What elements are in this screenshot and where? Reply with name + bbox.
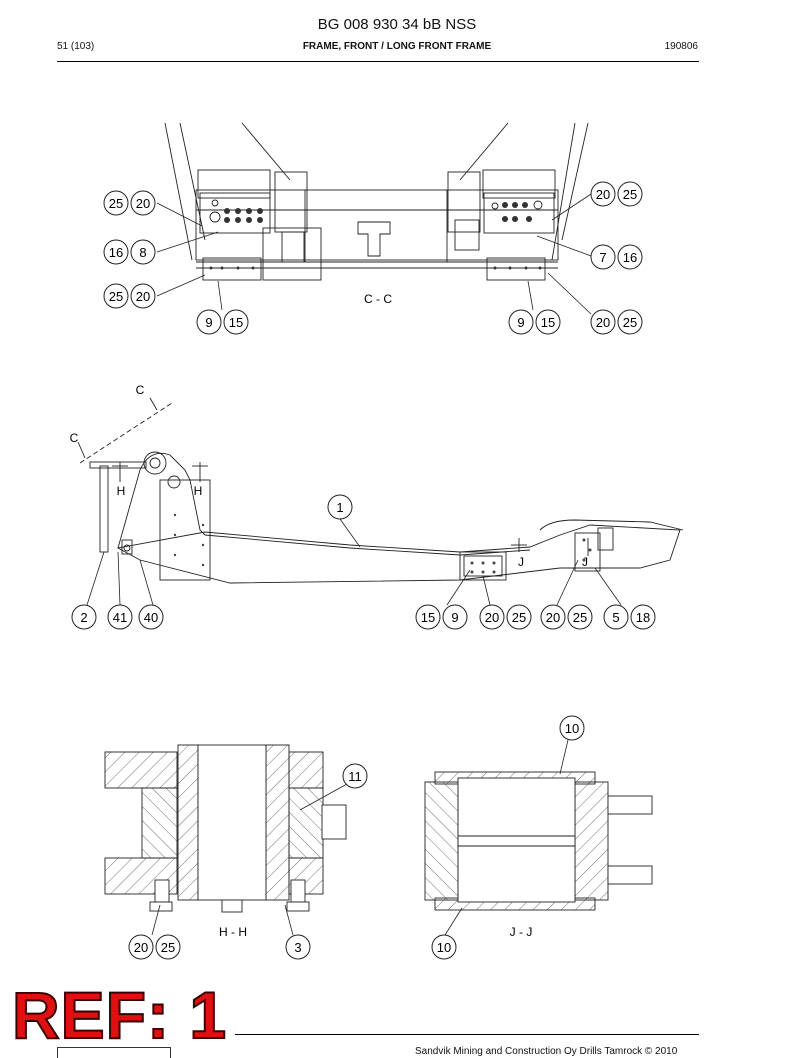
- svg-text:25: 25: [512, 610, 526, 625]
- balloon: 2: [71, 604, 97, 630]
- h-mark-right: H: [194, 484, 203, 498]
- balloon: 25: [617, 309, 643, 335]
- svg-text:20: 20: [136, 196, 150, 211]
- svg-text:16: 16: [623, 250, 637, 265]
- copyright-footer: Sandvik Mining and Construction Oy Drill…: [415, 1046, 678, 1057]
- balloon: 20: [590, 181, 616, 207]
- svg-text:20: 20: [596, 315, 610, 330]
- side-leaders: [86, 518, 622, 606]
- view-cc: [164, 122, 589, 281]
- balloon: 20: [590, 309, 616, 335]
- svg-text:20: 20: [485, 610, 499, 625]
- svg-text:25: 25: [161, 940, 175, 955]
- svg-text:15: 15: [229, 315, 243, 330]
- balloon: 25: [506, 604, 532, 630]
- c-mark-lower: C: [70, 431, 79, 445]
- view-cc-label: C - C: [364, 292, 392, 306]
- svg-text:1: 1: [336, 500, 343, 515]
- balloon: 20: [128, 934, 154, 960]
- balloon: 25: [155, 934, 181, 960]
- svg-text:9: 9: [451, 610, 458, 625]
- balloon: 16: [103, 239, 129, 265]
- svg-text:25: 25: [109, 196, 123, 211]
- svg-text:15: 15: [541, 315, 555, 330]
- balloon: 41: [107, 604, 133, 630]
- view-jj: [424, 771, 653, 911]
- balloon: 20: [540, 604, 566, 630]
- balloon: 18: [630, 604, 656, 630]
- balloon: 25: [617, 181, 643, 207]
- balloon: 11: [342, 763, 368, 789]
- svg-text:5: 5: [612, 610, 619, 625]
- svg-text:40: 40: [144, 610, 158, 625]
- balloon: 9: [442, 604, 468, 630]
- top-leaders: [156, 193, 592, 315]
- balloon: 5: [603, 604, 629, 630]
- balloon: 25: [567, 604, 593, 630]
- svg-text:20: 20: [134, 940, 148, 955]
- svg-text:7: 7: [599, 250, 606, 265]
- svg-text:25: 25: [573, 610, 587, 625]
- balloons: 25 20 16 8 25 20 9 15 20 25 7 16 9 15 20…: [71, 181, 656, 960]
- document-title: BG 008 930 34 bB NSS: [317, 16, 477, 33]
- balloon: 40: [138, 604, 164, 630]
- svg-text:20: 20: [546, 610, 560, 625]
- svg-text:3: 3: [294, 940, 301, 955]
- balloon: 7: [590, 244, 616, 270]
- balloon: 20: [479, 604, 505, 630]
- balloon: 9: [508, 309, 534, 335]
- svg-text:16: 16: [109, 245, 123, 260]
- section-title: FRAME, FRONT / LONG FRONT FRAME: [302, 41, 492, 52]
- balloon: 10: [559, 715, 585, 741]
- view-side: [77, 397, 684, 584]
- footer-rule: [235, 1034, 699, 1035]
- view-hh: [104, 744, 347, 913]
- svg-text:10: 10: [437, 940, 451, 955]
- balloon: 20: [130, 283, 156, 309]
- balloon: 15: [223, 309, 249, 335]
- balloon: 25: [103, 283, 129, 309]
- svg-text:2: 2: [80, 610, 87, 625]
- ref-stamp: REF: 1: [11, 978, 228, 1052]
- svg-text:15: 15: [421, 610, 435, 625]
- h-mark-left: H: [117, 484, 126, 498]
- page-number: 51 (103): [57, 41, 95, 52]
- bottom-leaders: [151, 739, 569, 936]
- balloon: 20: [130, 190, 156, 216]
- view-jj-label: J - J: [510, 925, 533, 939]
- svg-text:25: 25: [109, 289, 123, 304]
- svg-text:11: 11: [348, 769, 362, 784]
- svg-text:10: 10: [565, 721, 579, 736]
- j-mark-right: J: [582, 555, 588, 569]
- balloon: 10: [431, 934, 457, 960]
- balloon: 1: [327, 494, 353, 520]
- document-code: 190806: [664, 41, 698, 52]
- svg-text:20: 20: [596, 187, 610, 202]
- svg-text:25: 25: [623, 187, 637, 202]
- view-hh-label: H - H: [219, 925, 247, 939]
- balloon: 3: [285, 934, 311, 960]
- header-rule: [57, 61, 699, 62]
- balloon: 15: [535, 309, 561, 335]
- balloon: 9: [196, 309, 222, 335]
- svg-text:9: 9: [517, 315, 524, 330]
- balloon: 8: [130, 239, 156, 265]
- svg-text:41: 41: [113, 610, 127, 625]
- balloon: 15: [415, 604, 441, 630]
- svg-text:9: 9: [205, 315, 212, 330]
- balloon: 16: [617, 244, 643, 270]
- c-mark-upper: C: [136, 383, 145, 397]
- balloon: 25: [103, 190, 129, 216]
- svg-text:20: 20: [136, 289, 150, 304]
- svg-text:8: 8: [139, 245, 146, 260]
- svg-text:18: 18: [636, 610, 650, 625]
- svg-text:25: 25: [623, 315, 637, 330]
- j-mark-left: J: [518, 555, 524, 569]
